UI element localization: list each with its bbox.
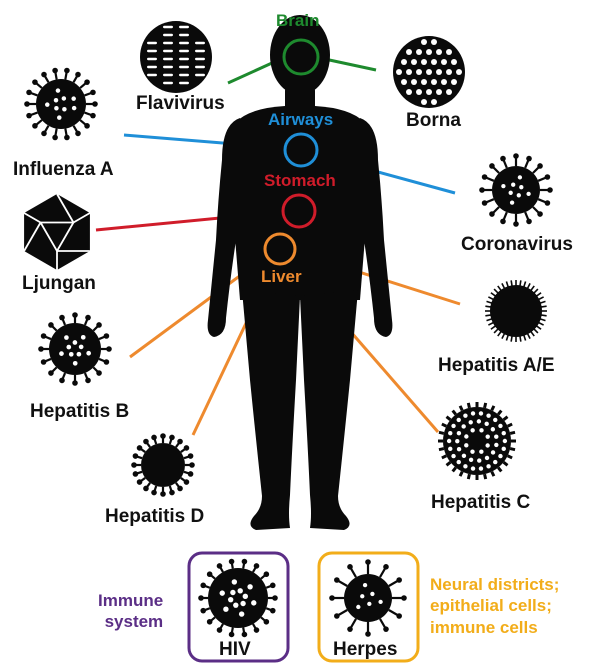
organ-label-stomach: Stomach xyxy=(264,172,336,189)
hepatitis-ae-icon xyxy=(485,280,547,342)
virus-label-hepatitis-ae: Hepatitis A/E xyxy=(438,356,555,375)
immune-system-label: Immune system xyxy=(98,590,163,633)
influenza-a-icon xyxy=(24,68,98,141)
organ-label-brain: Brain xyxy=(276,12,319,29)
virus-label-borna: Borna xyxy=(406,111,461,130)
virus-label-hepatitis-c: Hepatitis C xyxy=(431,493,530,512)
hepatitis-c-icon xyxy=(438,402,516,480)
herpes-targets-line1: Neural districts; xyxy=(430,574,559,595)
virus-label-hepatitis-b: Hepatitis B xyxy=(30,402,129,421)
virus-label-ljungan: Ljungan xyxy=(22,274,96,293)
virus-label-influenza-a: Influenza A xyxy=(13,160,114,179)
hepatitis-b-icon xyxy=(38,312,112,386)
organ-label-airways: Airways xyxy=(268,111,333,128)
herpes-targets-label: Neural districts; epithelial cells; immu… xyxy=(430,574,559,638)
silhouette-right-leg xyxy=(300,290,358,530)
ljungan-icosahedron-icon xyxy=(24,194,90,270)
immune-label-line1: Immune xyxy=(98,590,163,611)
virus-label-hepatitis-d: Hepatitis D xyxy=(105,507,204,526)
hepatitis-d-icon xyxy=(131,433,195,497)
herpes-targets-line3: immune cells xyxy=(430,617,559,638)
borna-virus-icon xyxy=(393,36,465,108)
herpes-label: Herpes xyxy=(333,640,397,659)
hiv-label: HIV xyxy=(219,640,251,659)
herpes-targets-line2: epithelial cells; xyxy=(430,595,559,616)
virus-label-flavivirus: Flavivirus xyxy=(136,94,225,113)
silhouette-left-leg xyxy=(242,290,300,530)
virus-label-coronavirus: Coronavirus xyxy=(461,235,573,254)
coronavirus-icon xyxy=(479,153,553,227)
immune-label-line2: system xyxy=(98,611,163,632)
flavivirus-icon xyxy=(140,21,212,93)
organ-label-liver: Liver xyxy=(261,268,302,285)
